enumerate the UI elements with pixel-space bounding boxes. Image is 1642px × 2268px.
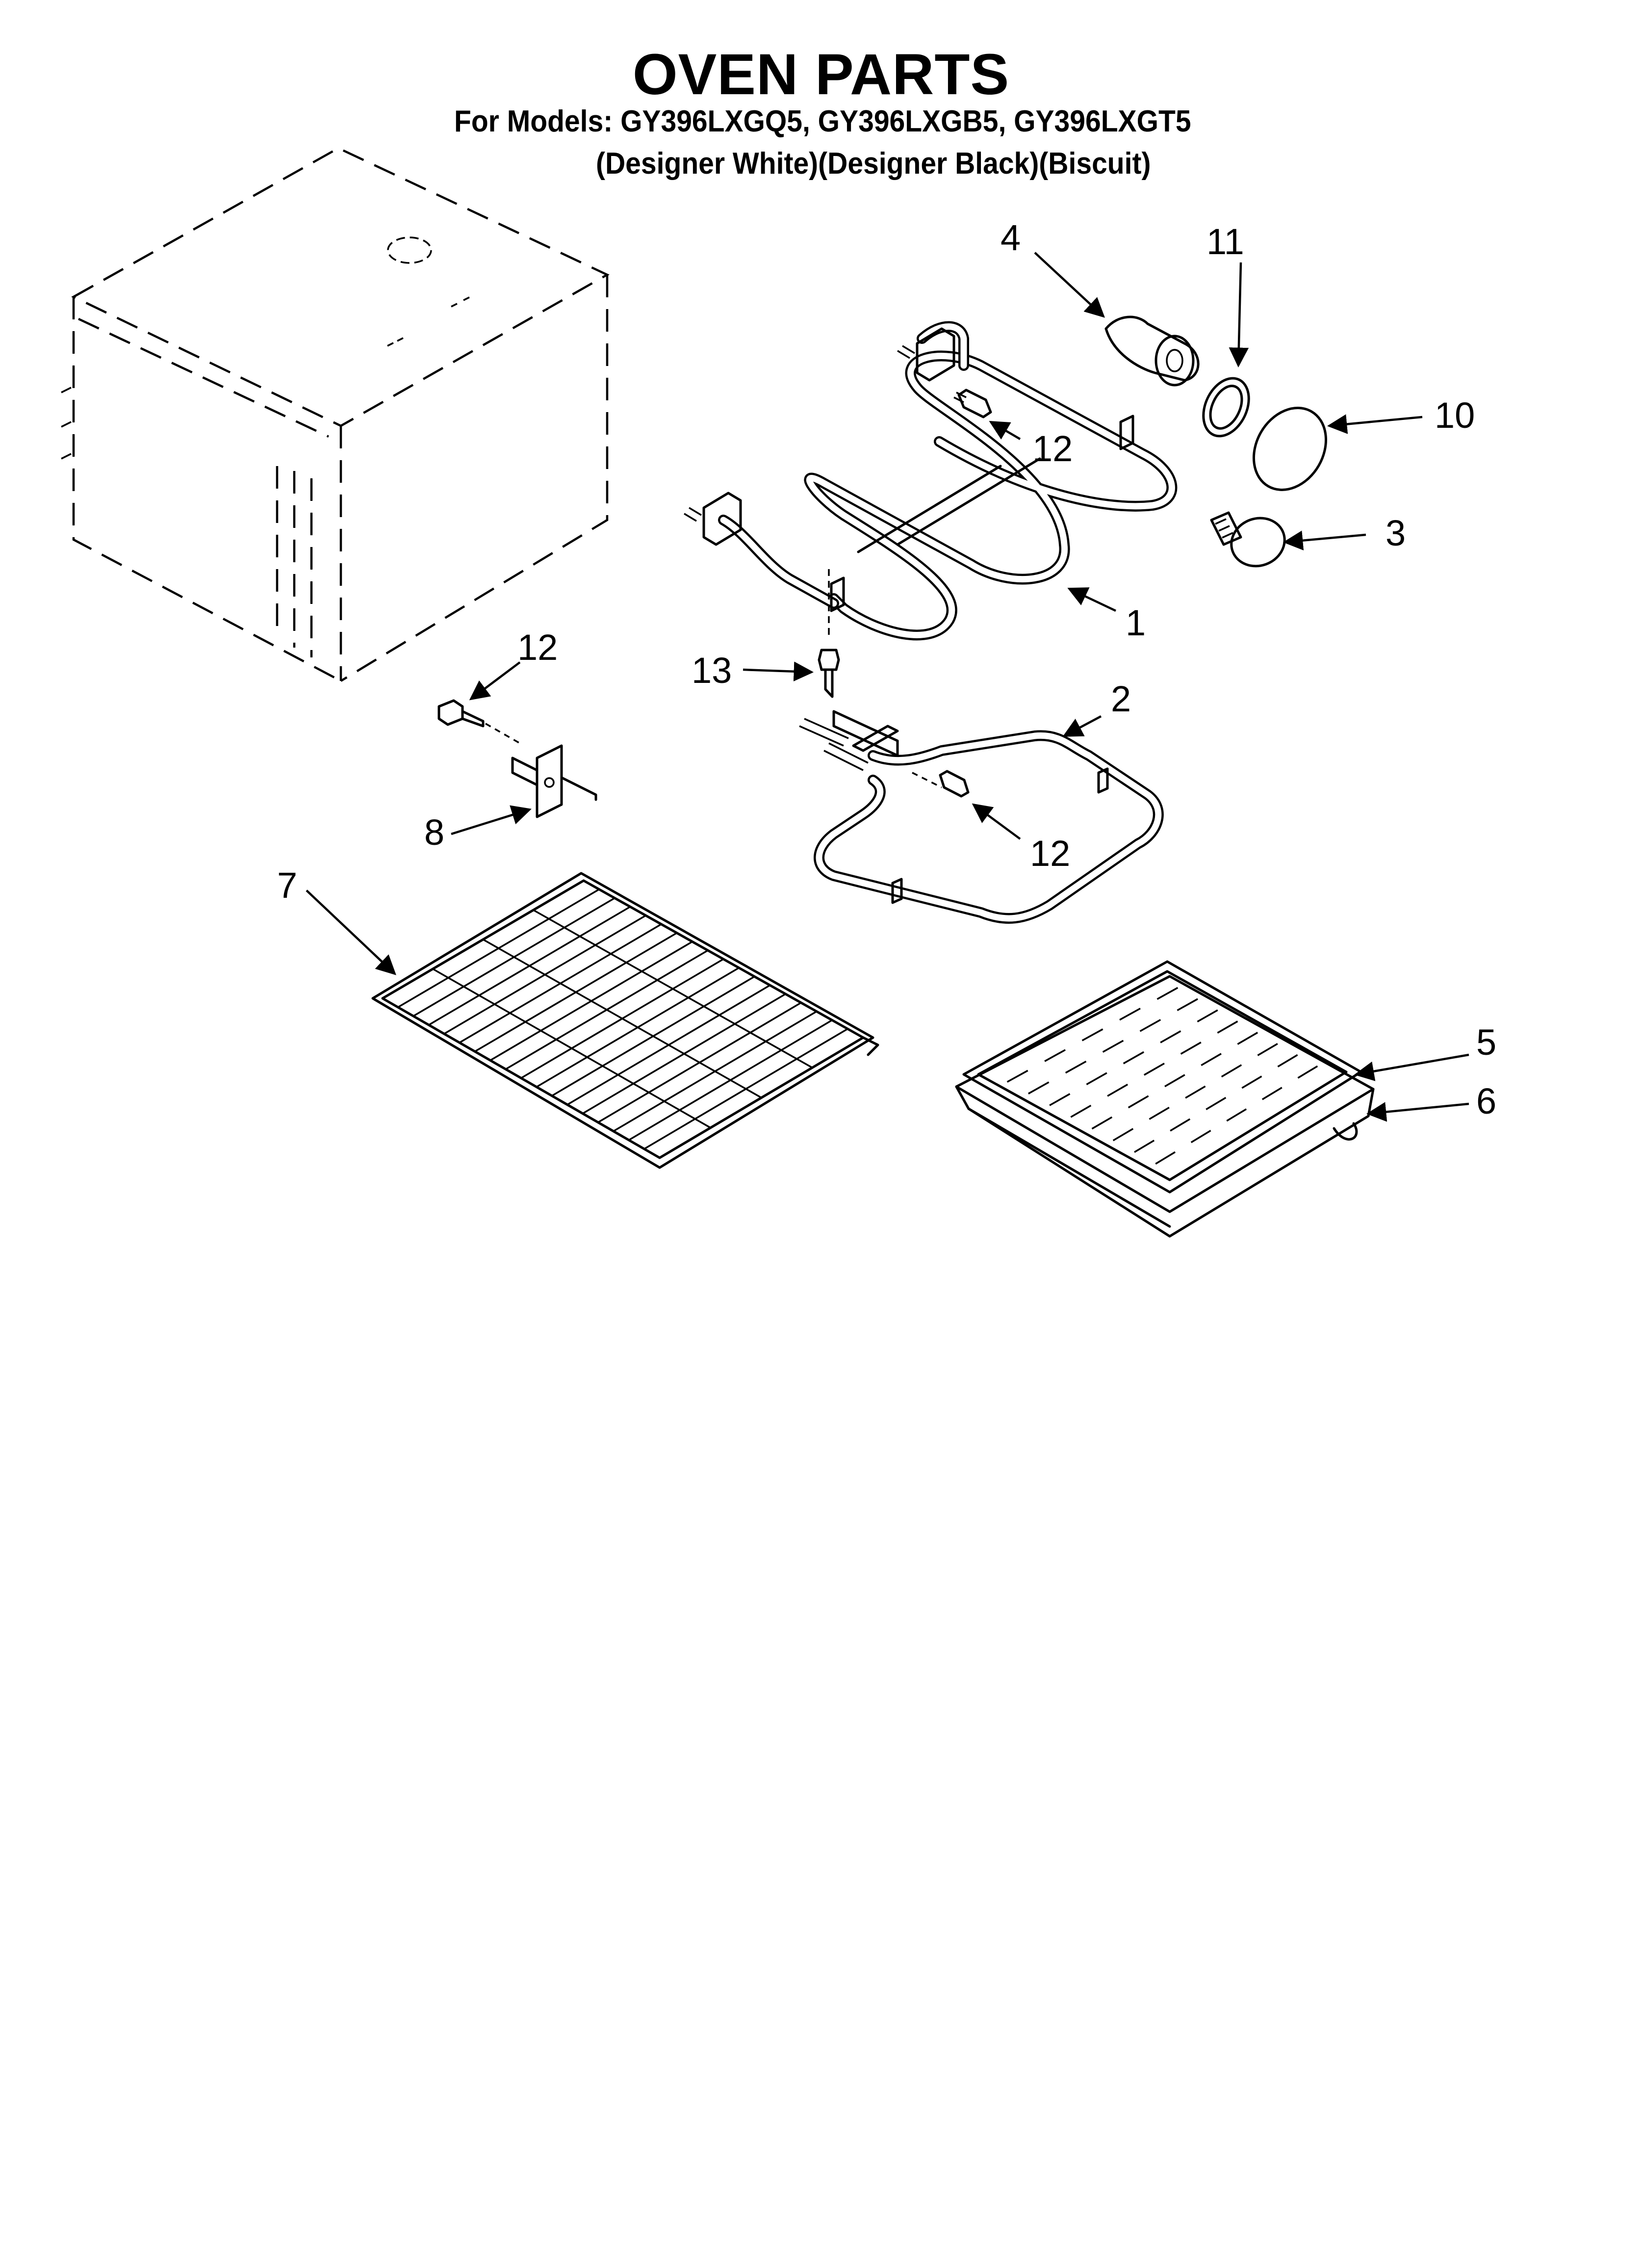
callout-5: 5 (1476, 1022, 1496, 1063)
part-12-screw-lower (912, 770, 970, 798)
part-12-screw-top (953, 389, 992, 418)
callout-13: 13 (692, 650, 732, 691)
callout-1: 1 (1126, 602, 1146, 643)
leader-lines (306, 252, 1469, 1122)
part-3-bulb (1210, 511, 1286, 568)
callout-12-lower: 12 (1030, 833, 1070, 874)
callout-8: 8 (424, 812, 444, 853)
part-2-bake-element (799, 710, 1164, 924)
part-7-oven-rack (371, 872, 879, 1169)
callout-labels: 4 11 10 3 12 1 13 2 12 12 8 7 5 6 (277, 217, 1496, 1121)
page-title: OVEN PARTS (632, 42, 1010, 107)
callout-6: 6 (1476, 1081, 1496, 1121)
callout-3: 3 (1385, 513, 1406, 553)
callout-11: 11 (1206, 221, 1244, 262)
part-12-screw-left (437, 699, 520, 744)
callout-12-left: 12 (517, 627, 558, 668)
callout-10: 10 (1435, 395, 1475, 436)
oven-cavity-outline (61, 147, 610, 682)
part-8-bracket (511, 744, 597, 818)
models-line: For Models: GY396LXGQ5, GY396LXGB5, GY39… (454, 104, 1191, 138)
colors-line: (Designer White)(Designer Black)(Biscuit… (596, 147, 1151, 181)
callout-4: 4 (1001, 217, 1021, 258)
callout-12-top: 12 (1032, 428, 1073, 469)
part-13-screw (818, 569, 840, 698)
part-10-lens (1252, 407, 1328, 491)
callout-7: 7 (277, 865, 297, 906)
part-11-gasket (1202, 377, 1250, 438)
part-1-broil-element (684, 321, 1178, 641)
part-4-light-socket (1104, 315, 1200, 387)
callout-2: 2 (1111, 678, 1131, 719)
